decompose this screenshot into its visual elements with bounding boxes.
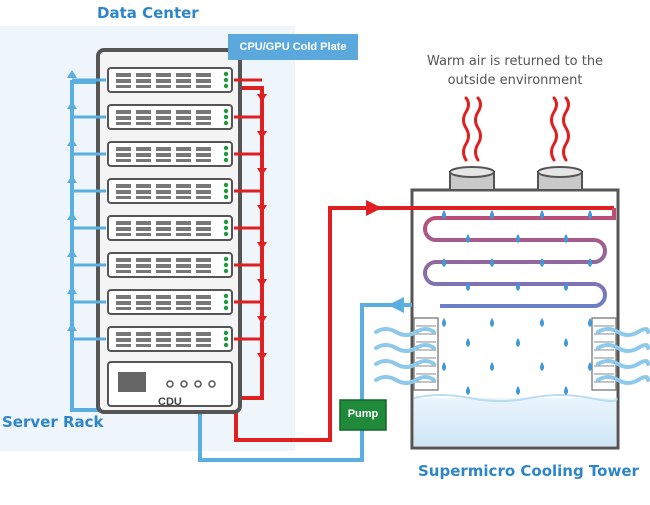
water-drop-icon xyxy=(516,282,520,291)
data-center-title: Data Center xyxy=(97,4,199,22)
cdu-indicator-dots xyxy=(166,380,216,388)
water-drop-icon xyxy=(540,258,544,267)
water-drop-icon xyxy=(490,362,494,371)
water-drop-icon xyxy=(442,318,446,327)
server-unit xyxy=(107,326,233,352)
pump-box xyxy=(339,399,387,431)
water-drop-icon xyxy=(564,338,568,347)
water-drop-icon xyxy=(490,210,494,219)
water-drop-icon xyxy=(466,234,470,243)
water-drop-icon xyxy=(588,362,592,371)
water-drop-icon xyxy=(516,234,520,243)
cooling-tower-title: Supermicro Cooling Tower xyxy=(418,462,639,480)
server-rack-title: Server Rack xyxy=(2,413,104,431)
water-drop-icon xyxy=(442,210,592,395)
server-unit xyxy=(107,178,233,204)
arrow-icon xyxy=(67,70,267,361)
tower-heat-exchanger-coil xyxy=(423,208,616,308)
water-drop-icon xyxy=(588,258,592,267)
water-drop-icon xyxy=(466,282,470,291)
water-drop-icon xyxy=(442,258,446,267)
water-drop-icon xyxy=(564,386,568,395)
water-drop-icon xyxy=(540,210,544,219)
water-drop-icon xyxy=(442,210,446,219)
water-drop-icon xyxy=(588,318,592,327)
rack-branch-lines xyxy=(72,78,262,341)
tower-fan-right xyxy=(537,166,583,191)
tower-outlet-arrow xyxy=(388,297,404,313)
water-drop-icon xyxy=(490,318,494,327)
water-drop-icon xyxy=(588,210,592,219)
heat-wave-icon xyxy=(462,96,570,162)
server-unit xyxy=(107,67,233,93)
water-drop-icon xyxy=(516,386,520,395)
air-flow-icon xyxy=(374,327,650,385)
water-drop-icon xyxy=(540,362,544,371)
tower-water-basin xyxy=(414,398,616,446)
server-unit xyxy=(107,215,233,241)
water-drop-icon xyxy=(442,362,446,371)
water-drop-icon xyxy=(516,338,520,347)
tower-inlet-arrow xyxy=(366,200,382,216)
server-unit xyxy=(107,289,233,315)
water-drop-icon xyxy=(564,282,568,291)
cold-plate-callout: CPU/GPU Cold Plate xyxy=(228,34,358,60)
water-drop-icon xyxy=(564,234,568,243)
tower-fan-left xyxy=(449,166,495,191)
server-units xyxy=(107,67,233,352)
server-unit xyxy=(107,141,233,167)
warm-air-note: Warm air is returned to the outside envi… xyxy=(426,54,604,88)
water-drop-icon xyxy=(466,386,470,395)
water-drop-icon xyxy=(490,258,494,267)
server-unit xyxy=(107,252,233,278)
pump-label: Pump xyxy=(347,408,379,420)
water-drop-icon xyxy=(540,318,544,327)
cdu-unit xyxy=(107,361,233,407)
water-drop-icon xyxy=(466,338,470,347)
hot-loop-pipe xyxy=(234,86,614,442)
cdu-label: CDU xyxy=(158,396,182,408)
server-unit xyxy=(107,104,233,130)
